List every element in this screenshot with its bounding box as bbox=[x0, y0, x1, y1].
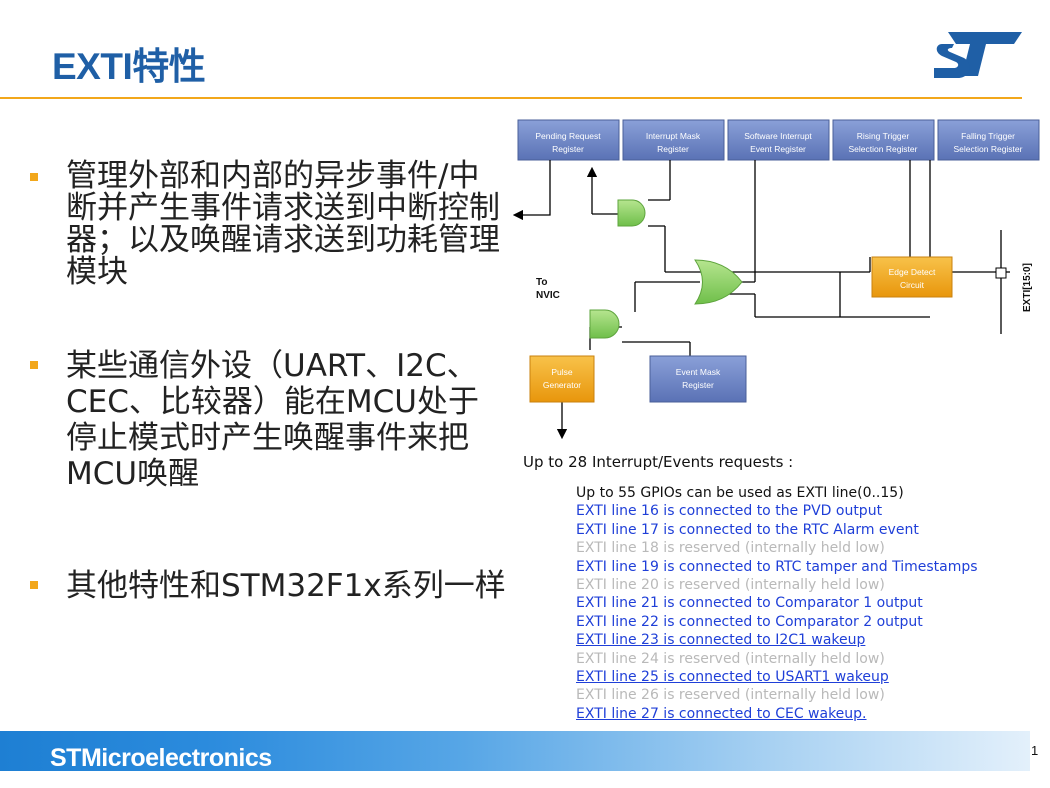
list-item-link[interactable]: EXTI line 23 is connected to I2C1 wakeup bbox=[576, 632, 866, 649]
event-mask-label: Register bbox=[682, 380, 714, 390]
requests-list: Up to 55 GPIOs can be used as EXTI line(… bbox=[576, 484, 1046, 723]
list-item: EXTI line 16 is connected to the PVD out… bbox=[576, 503, 883, 520]
list-item: EXTI line 20 is reserved (internally hel… bbox=[576, 577, 885, 594]
list-item: EXTI line 26 is reserved (internally hel… bbox=[576, 687, 885, 704]
bullet-marker bbox=[30, 173, 38, 181]
list-item-link[interactable]: EXTI line 25 is connected to USART1 wake… bbox=[576, 669, 889, 686]
register-label: Interrupt Mask bbox=[646, 131, 701, 141]
bullet-text: 某些通信外设（UART、I2C、CEC、比较器）能在MCU处于停止模式时产生唤醒… bbox=[66, 348, 479, 492]
register-label: Selection Register bbox=[954, 144, 1023, 154]
register-label: Selection Register bbox=[849, 144, 918, 154]
slide-title: EXTI特性 bbox=[52, 46, 206, 87]
edge-detect-label: Circuit bbox=[900, 280, 925, 290]
register-label: Register bbox=[657, 144, 689, 154]
title-underline bbox=[0, 97, 1022, 99]
register-label: Software Interrupt bbox=[744, 131, 812, 141]
st-logo bbox=[934, 32, 1022, 78]
pending-request-register bbox=[517, 119, 620, 161]
falling-trigger-selection-register bbox=[937, 119, 1040, 161]
edge-detect-circuit bbox=[871, 256, 953, 298]
to-nvic-label: NVIC bbox=[536, 290, 560, 301]
register-label: Rising Trigger bbox=[857, 131, 910, 141]
list-item-link[interactable]: EXTI line 27 is connected to CEC wakeup. bbox=[576, 705, 867, 722]
and-gate-icon bbox=[617, 199, 646, 227]
exti-block-diagram: Pending Request Register Interrupt Mask … bbox=[512, 119, 1040, 440]
register-label: Falling Trigger bbox=[961, 131, 1015, 141]
list-item: Up to 55 GPIOs can be used as EXTI line(… bbox=[576, 485, 904, 501]
bullet-marker bbox=[30, 361, 38, 369]
list-item: EXTI line 22 is connected to Comparator … bbox=[576, 613, 923, 630]
and-gate-icon bbox=[589, 309, 620, 339]
pulse-generator bbox=[529, 355, 595, 403]
register-label: Register bbox=[552, 144, 584, 154]
software-interrupt-event-register bbox=[727, 119, 830, 161]
or-gate-icon bbox=[694, 259, 743, 305]
interrupt-mask-register bbox=[622, 119, 725, 161]
exti-input-pin bbox=[995, 267, 1007, 279]
list-item: EXTI line 18 is reserved (internally hel… bbox=[576, 540, 885, 557]
rising-trigger-selection-register bbox=[832, 119, 935, 161]
footer-brand: STMicroelectronics bbox=[50, 744, 272, 772]
pulse-generator-label: Pulse bbox=[551, 367, 573, 377]
footer-bar bbox=[0, 731, 1030, 771]
edge-detect-label: Edge Detect bbox=[889, 267, 936, 277]
event-mask-register bbox=[649, 355, 747, 403]
page-number: 1 bbox=[1031, 743, 1039, 758]
requests-heading: Up to 28 Interrupt/Events requests : bbox=[523, 453, 794, 471]
bullet-marker bbox=[30, 581, 38, 589]
list-item: EXTI line 17 is connected to the RTC Ala… bbox=[576, 521, 919, 538]
bullet-text: 管理外部和内部的异步事件/中断并产生事件请求送到中断控制器；以及唤醒请求送到功耗… bbox=[66, 158, 500, 290]
register-label: Event Register bbox=[750, 144, 806, 154]
list-item: EXTI line 24 is reserved (internally hel… bbox=[576, 650, 885, 667]
event-mask-label: Event Mask bbox=[676, 367, 721, 377]
exti-input-label: EXTI[15:0] bbox=[1022, 263, 1033, 312]
pulse-generator-label: Generator bbox=[543, 380, 581, 390]
to-nvic-label: To bbox=[536, 277, 547, 288]
register-label: Pending Request bbox=[535, 131, 601, 141]
list-item: EXTI line 21 is connected to Comparator … bbox=[576, 595, 923, 612]
list-item: EXTI line 19 is connected to RTC tamper … bbox=[576, 558, 978, 575]
bullet-text: 其他特性和STM32F1x系列一样 bbox=[66, 568, 506, 604]
